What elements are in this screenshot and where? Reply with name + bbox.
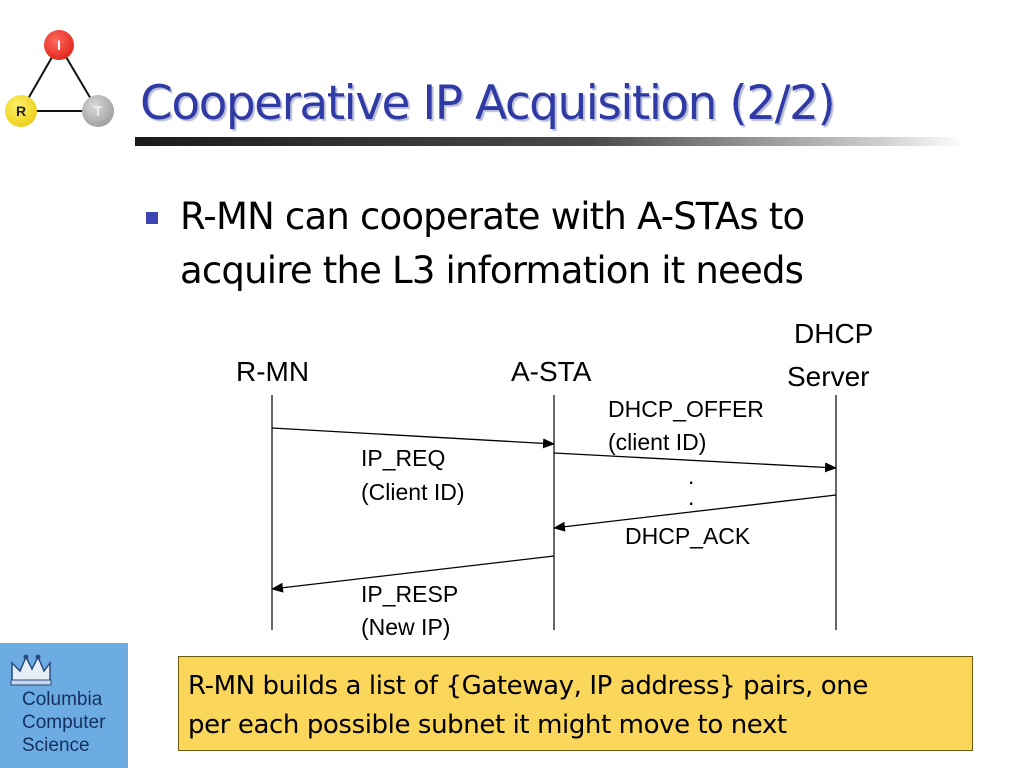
note-line-1: R-MN builds a list of {Gateway, IP addre… xyxy=(188,671,868,701)
msg-dhcp-ack: DHCP_ACK xyxy=(625,523,751,549)
msg-dhcp-offer: DHCP_OFFER xyxy=(608,396,764,422)
note-line-2: per each possible subnet it might move t… xyxy=(188,710,787,740)
slide-title: Cooperative IP Acquisition (2/2) xyxy=(140,76,836,131)
msg-ip-resp-new-ip: (New IP) xyxy=(361,614,451,640)
logo-node-r: R xyxy=(5,95,37,127)
crown-icon xyxy=(10,654,52,686)
ellipsis-dot-2: . xyxy=(688,484,695,510)
arrow-dhcp-ack xyxy=(553,494,837,532)
irt-logo: I R T xyxy=(0,0,130,135)
ellipsis-dot-1: . xyxy=(688,463,695,489)
note-box: R-MN builds a list of {Gateway, IP addre… xyxy=(178,656,973,751)
columbia-text-line-1: Columbia xyxy=(22,689,103,710)
entity-dhcp-line2: Server xyxy=(787,361,870,392)
bullet-text: R-MN can cooperate with A-STAs to acquir… xyxy=(180,195,805,292)
columbia-text-line-2: Computer xyxy=(22,712,106,733)
arrow-ip-resp xyxy=(271,555,555,593)
columbia-logo: Columbia Computer Science xyxy=(0,643,128,768)
entity-rmn: R-MN xyxy=(236,356,310,387)
msg-dhcp-offer-client-id: (client ID) xyxy=(608,429,707,455)
columbia-text-line-3: Science xyxy=(22,735,90,756)
msg-ip-req: IP_REQ xyxy=(361,445,446,471)
bullet-square-icon xyxy=(146,212,158,224)
logo-node-i: I xyxy=(44,30,74,60)
entity-dhcp-line1: DHCP xyxy=(794,318,874,349)
msg-ip-req-client-id: (Client ID) xyxy=(361,479,465,505)
title-underline xyxy=(135,137,965,146)
arrow-dhcp-offer xyxy=(553,452,837,473)
entity-asta: A-STA xyxy=(511,356,592,387)
arrow-ip-req xyxy=(271,427,555,449)
msg-ip-resp: IP_RESP xyxy=(361,581,459,607)
logo-node-t: T xyxy=(82,95,114,127)
